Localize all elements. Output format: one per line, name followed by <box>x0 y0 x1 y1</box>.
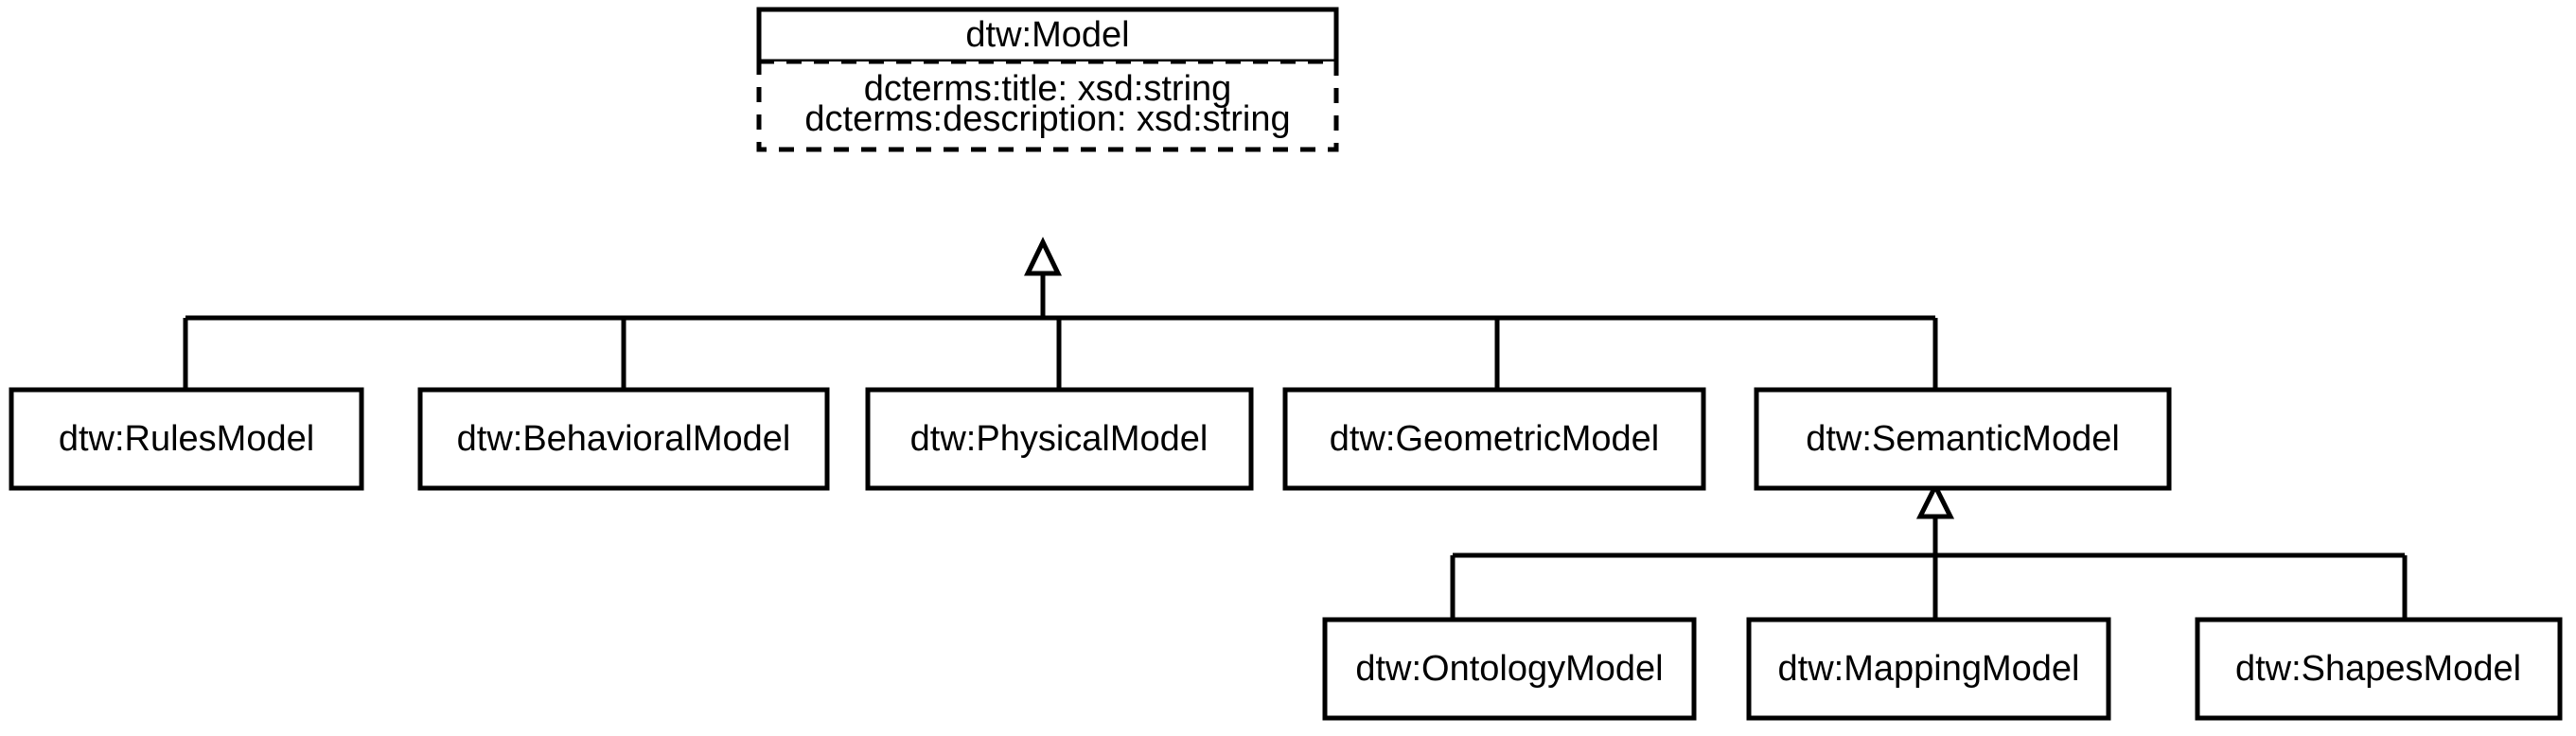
class-node-model[interactable]: dtw:Model dcterms:title: xsd:string dcte… <box>756 7 1339 152</box>
class-node-semantic-model[interactable]: dtw:SemanticModel <box>1754 387 2172 491</box>
class-box-ontology-model <box>1322 617 1697 721</box>
class-box-rules-model <box>9 387 364 491</box>
class-attribute-title: dcterms:title: xsd:string <box>864 69 1232 109</box>
class-name-rules-model: dtw:RulesModel <box>59 419 314 459</box>
class-node-ontology-model[interactable]: dtw:OntologyModel <box>1322 617 1697 721</box>
class-box-physical-model <box>865 387 1254 491</box>
class-name-semantic-model: dtw:SemanticModel <box>1806 419 2120 459</box>
class-name-geometric-model: dtw:GeometricModel <box>1330 419 1659 459</box>
generalization-edges-root <box>183 237 1938 390</box>
class-name-model: dtw:Model <box>965 15 1129 55</box>
class-name-ontology-model: dtw:OntologyModel <box>1355 649 1663 689</box>
class-node-geometric-model[interactable]: dtw:GeometricModel <box>1282 387 1706 491</box>
class-node-behavioral-model[interactable]: dtw:BehavioralModel <box>417 387 830 491</box>
class-name-shapes-model: dtw:ShapesModel <box>2235 649 2521 689</box>
class-node-shapes-model[interactable]: dtw:ShapesModel <box>2195 617 2563 721</box>
class-name-behavioral-model: dtw:BehavioralModel <box>457 419 791 459</box>
class-attributes-box-model <box>756 59 1339 152</box>
class-node-physical-model[interactable]: dtw:PhysicalModel <box>865 387 1254 491</box>
class-name-mapping-model: dtw:MappingModel <box>1778 649 2080 689</box>
class-attribute-description: dcterms:description: xsd:string <box>804 99 1290 139</box>
generalization-arrowhead-semantic <box>1915 481 1955 519</box>
generalization-edges-semantic <box>1450 481 2408 620</box>
class-box-geometric-model <box>1282 387 1706 491</box>
class-name-physical-model: dtw:PhysicalModel <box>910 419 1209 459</box>
class-node-rules-model[interactable]: dtw:RulesModel <box>9 387 364 491</box>
class-box-behavioral-model <box>417 387 830 491</box>
generalization-arrowhead-root <box>1024 237 1062 276</box>
class-box-shapes-model <box>2195 617 2563 721</box>
class-header-box-model <box>756 7 1339 64</box>
class-box-semantic-model <box>1754 387 2172 491</box>
class-node-mapping-model[interactable]: dtw:MappingModel <box>1746 617 2111 721</box>
class-box-mapping-model <box>1746 617 2111 721</box>
